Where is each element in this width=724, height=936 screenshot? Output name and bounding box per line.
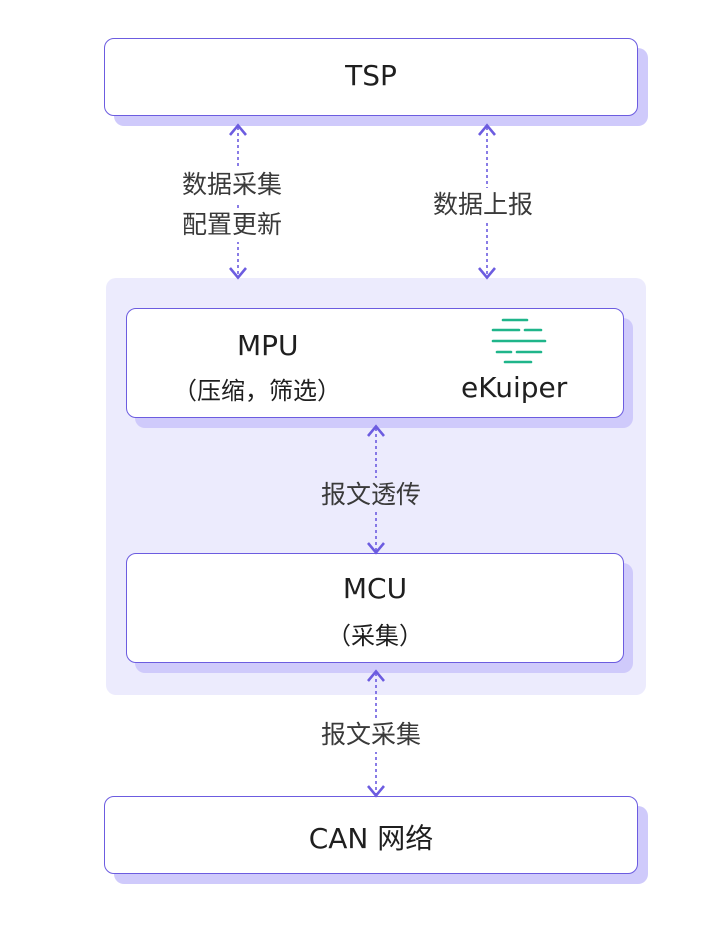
can-title: CAN 网络	[308, 822, 434, 855]
mcu-subtitle: （采集）	[327, 622, 423, 650]
mcu-title: MCU	[342, 572, 408, 605]
tsp-node: TSP	[104, 38, 638, 116]
ekuiper-logo-icon	[489, 315, 549, 365]
label-message-collect: 报文采集	[321, 718, 422, 752]
mpu-title: MPU	[237, 329, 299, 362]
label-data-report: 数据上报	[433, 188, 534, 222]
ekuiper-logo-text: eKuiper	[461, 371, 568, 404]
label-message-passthrough: 报文透传	[321, 478, 422, 512]
mpu-node: MPU （压缩，筛选） eKuiper	[126, 308, 624, 418]
mcu-node: MCU （采集）	[126, 553, 624, 663]
mpu-subtitle: （压缩，筛选）	[173, 377, 341, 405]
label-data-collect: 数据采集	[182, 168, 283, 202]
label-config-update: 配置更新	[182, 208, 283, 242]
tsp-title: TSP	[345, 59, 397, 92]
